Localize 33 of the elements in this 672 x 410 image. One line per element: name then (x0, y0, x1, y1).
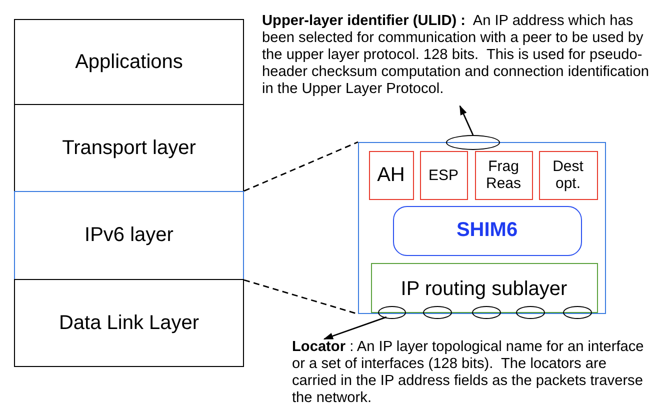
zoom-guide-line (244, 141, 358, 192)
definition-text: Locator : An IP layer topological name for an interface or a set of interfaces (128 bits). The locators are carried in the IP address fields as the packets traverse the network. (292, 339, 645, 407)
shim6-label: SHIM6 (456, 219, 518, 242)
header-label: Frag Reas (484, 158, 522, 192)
leader-arrow (459, 105, 474, 136)
extension-header-box (474, 150, 532, 200)
identifier-ellipse (378, 306, 406, 319)
layer-box (14, 191, 244, 280)
sublayer-label: IP routing sublayer (400, 278, 568, 300)
zoom-guide-line (244, 279, 358, 315)
layer-box (14, 19, 244, 105)
identifier-ellipse (423, 306, 452, 319)
leader-arrow (323, 316, 387, 340)
extension-header-box (368, 150, 414, 200)
identifier-ellipse (446, 135, 500, 150)
identifier-ellipse (563, 306, 592, 319)
layer-label: Transport layer (62, 136, 196, 160)
layer-box (14, 104, 244, 192)
extension-header-box (420, 150, 468, 200)
layer-label: Data Link Layer (58, 312, 200, 334)
header-label: ESP (428, 166, 458, 184)
layer-box (14, 279, 244, 367)
shim6-box (392, 206, 582, 256)
definition-text: Upper-layer identifier (ULID) : An IP address which has been selected for communication with a peer to be used by the upper layer protocol. 128 bits. This is used for pseudo-header checksum computation and connection identification in the Upper Layer Protocol. (262, 12, 650, 98)
identifier-ellipse (472, 306, 501, 319)
sublayer-box (370, 262, 598, 312)
box-shape (358, 142, 606, 314)
identifier-ellipse (516, 306, 545, 319)
header-label: Dest opt. (552, 158, 584, 192)
layer-label: Applications (75, 50, 183, 74)
header-label: AH (377, 166, 405, 184)
layer-label: IPv6 layer (84, 224, 174, 247)
extension-header-box (538, 150, 598, 200)
